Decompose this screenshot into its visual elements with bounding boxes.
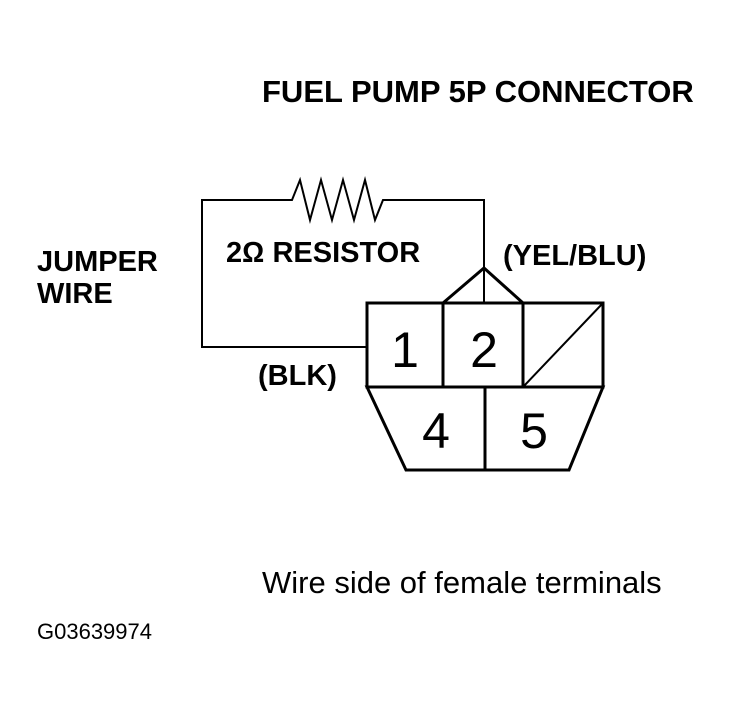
jumper-wire — [201, 176, 485, 348]
connector-bottom-row — [364, 385, 606, 472]
diagram-title: FUEL PUMP 5P CONNECTOR — [262, 74, 694, 109]
figure-code: G03639974 — [37, 619, 152, 644]
jumper-wire-label-line2: WIRE — [37, 278, 113, 310]
pin2-wire-color-label: (YEL/BLU) — [503, 240, 646, 272]
pin-number-5: 5 — [520, 403, 548, 459]
pin-number-4: 4 — [422, 403, 450, 459]
jumper-wire-label-line1: JUMPER — [37, 246, 158, 278]
pin1-wire-color-label: (BLK) — [258, 360, 337, 392]
pin-number-1: 1 — [391, 322, 419, 378]
resistor-label: 2Ω RESISTOR — [226, 237, 420, 269]
pin-number-2: 2 — [470, 322, 498, 378]
view-caption: Wire side of female terminals — [262, 565, 662, 600]
blank-cavity-slash — [522, 302, 604, 388]
